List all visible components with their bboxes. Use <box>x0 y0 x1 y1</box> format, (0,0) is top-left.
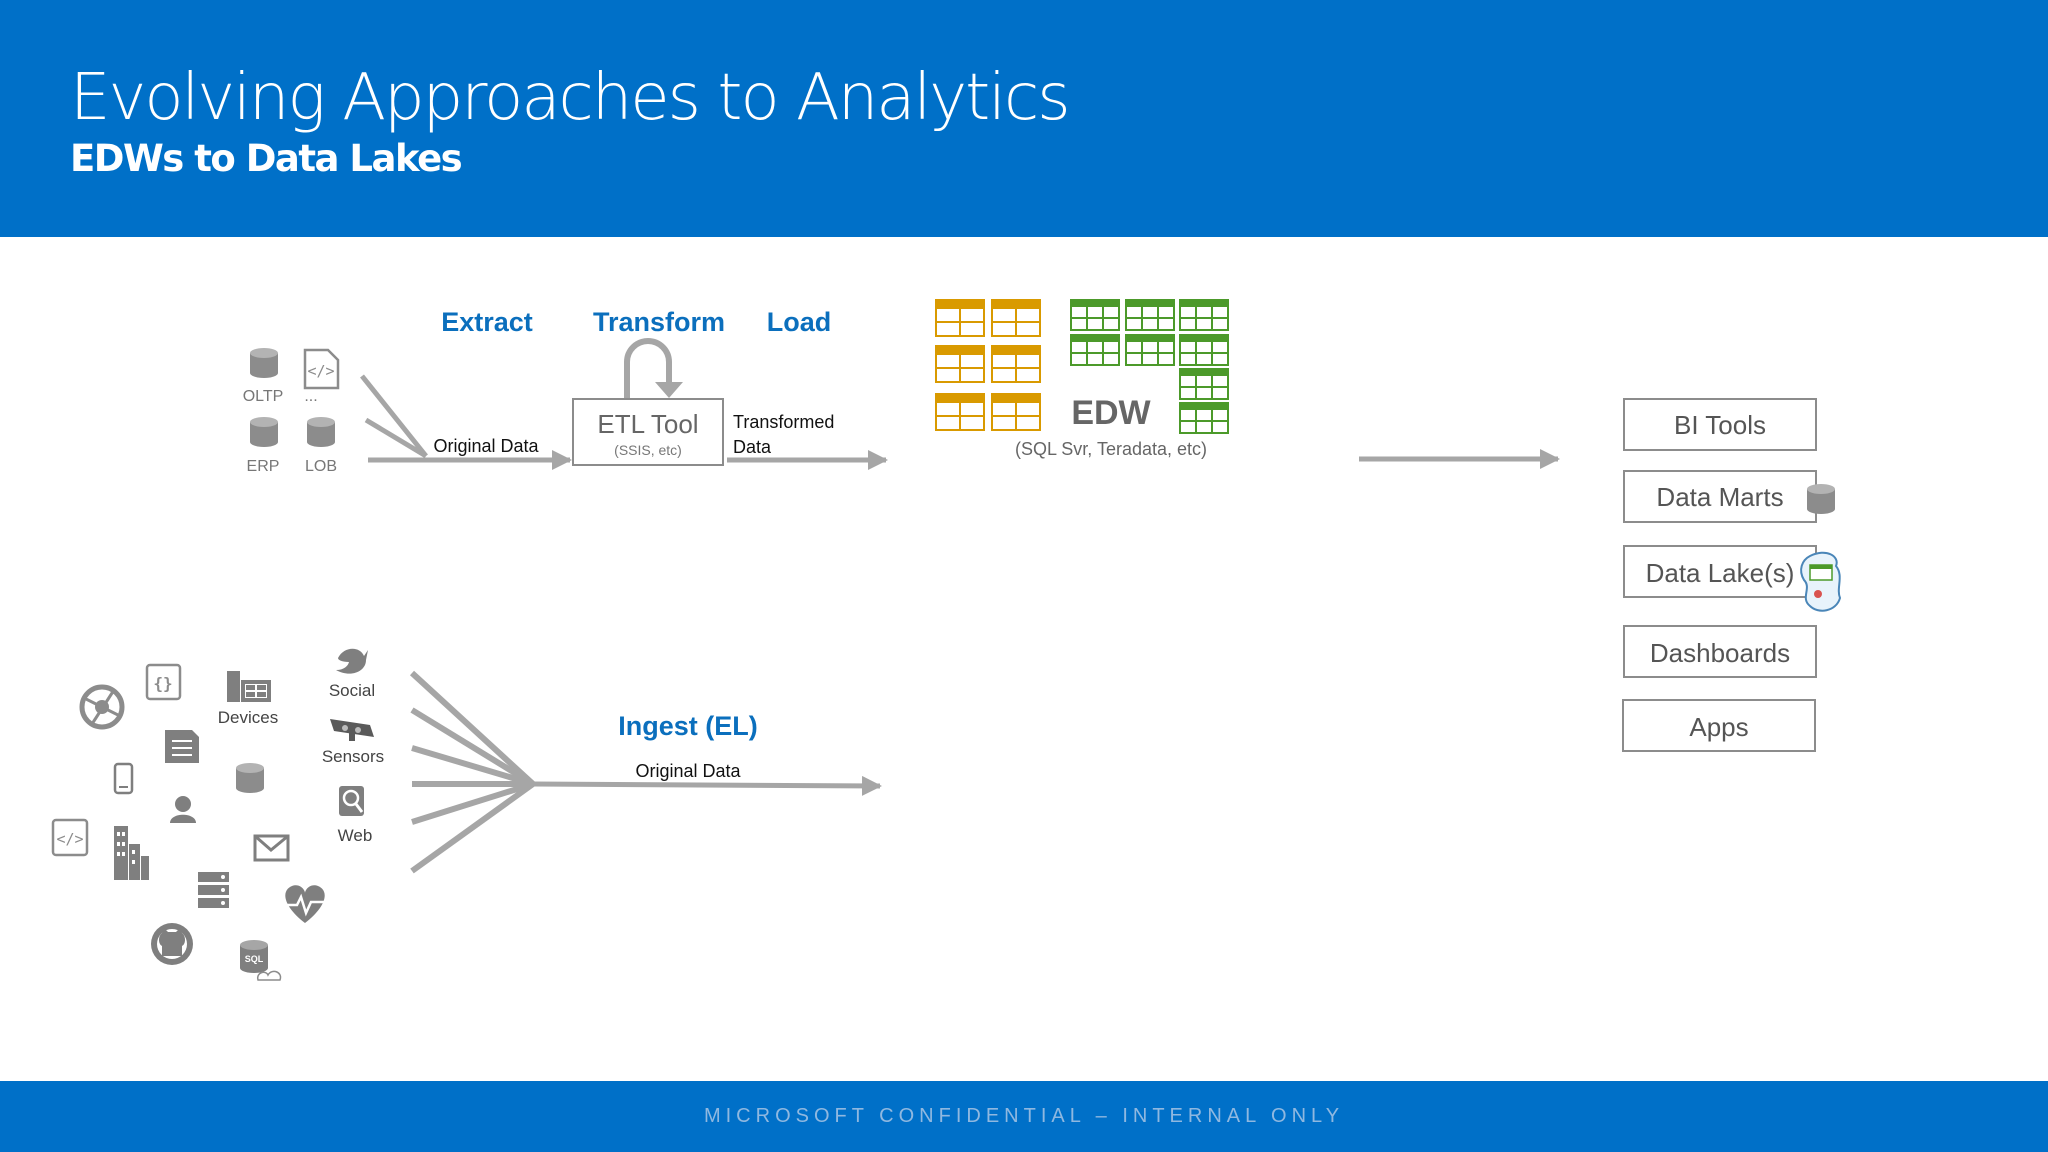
email-icon <box>253 834 290 862</box>
data-mart-database-icon <box>1807 484 1835 514</box>
green-table-icon <box>1179 368 1229 400</box>
target-label: Data Marts <box>1656 482 1783 512</box>
target-label: BI Tools <box>1674 410 1766 440</box>
server-icon <box>198 872 229 908</box>
transform-loop-arrowhead <box>655 382 683 398</box>
stage-extract: Extract <box>441 307 533 337</box>
footer-bar: MICROSOFT CONFIDENTIAL – INTERNAL ONLY <box>0 1081 2048 1152</box>
source-label-oltp: OLTP <box>243 388 284 405</box>
devices-icon <box>227 671 271 702</box>
etl-tool-note: (SSIS, etc) <box>614 442 682 458</box>
gold-table-icon <box>991 345 1041 383</box>
green-table-icon <box>1179 402 1229 434</box>
gold-table-icon <box>935 393 985 431</box>
ingest-original-data-label: Original Data <box>635 761 741 781</box>
header-bar: Evolving Approaches to Analytics EDWs to… <box>0 0 2048 237</box>
confidential-notice: MICROSOFT CONFIDENTIAL – INTERNAL ONLY <box>703 1105 1345 1127</box>
source-label-erp: ERP <box>247 458 280 475</box>
green-table-icon <box>1125 334 1175 366</box>
target-data-lakes: Data Lake(s) <box>1623 545 1842 612</box>
document-icon <box>165 730 199 763</box>
transform-loop-arrow <box>624 338 672 398</box>
edw-note: (SQL Svr, Teradata, etc) <box>1015 439 1207 459</box>
original-data-label: Original Data <box>433 436 539 456</box>
green-table-icon <box>1125 299 1175 331</box>
heart-rate-icon <box>284 885 326 923</box>
green-table-icon <box>1070 299 1120 331</box>
etl-source-lines <box>360 374 428 459</box>
gold-table-icon <box>991 393 1041 431</box>
buildings-icon <box>114 826 149 880</box>
gold-table-icon <box>991 299 1041 337</box>
svg-text:SQL: SQL <box>245 954 264 964</box>
source-label-social: Social <box>329 681 375 700</box>
source-label-sensors: Sensors <box>322 747 384 766</box>
target-apps: Apps <box>1622 699 1816 752</box>
target-label: Apps <box>1689 712 1748 742</box>
oltp-database-icon <box>250 348 278 378</box>
code-file-icon: </> <box>303 348 340 390</box>
page-title: Evolving Approaches to Analytics <box>70 61 1071 135</box>
target-dashboards: Dashboards <box>1623 625 1817 678</box>
svg-text:{}: {} <box>153 674 172 693</box>
page-subtitle: EDWs to Data Lakes <box>70 137 463 180</box>
source-label-web: Web <box>338 826 373 845</box>
green-table-icon <box>1179 299 1229 331</box>
source-label-lob: LOB <box>305 458 337 475</box>
stage-transform: Transform <box>593 307 725 337</box>
stage-ingest: Ingest (EL) <box>618 711 758 741</box>
target-label: Data Lake(s) <box>1646 558 1795 588</box>
target-data-marts: Data Marts <box>1623 470 1835 523</box>
el-source-fan-lines <box>409 670 536 874</box>
svg-text:</>: </> <box>307 362 334 380</box>
target-bi-tools: BI Tools <box>1623 398 1817 451</box>
transformed-data-label-line2: Data <box>733 437 772 457</box>
person-icon <box>170 796 196 823</box>
etl-tool-name: ETL Tool <box>597 409 698 439</box>
sensor-icon <box>330 719 374 741</box>
stage-load: Load <box>767 307 832 337</box>
source-label-more: ... <box>304 388 317 405</box>
github-icon <box>151 923 193 965</box>
web-globe-icon <box>79 684 125 730</box>
target-label: Dashboards <box>1650 638 1790 668</box>
code-icon: </> <box>51 818 89 857</box>
gold-table-icon <box>935 345 985 383</box>
mobile-icon <box>113 762 134 795</box>
database-icon <box>236 763 264 793</box>
twitter-icon <box>336 648 368 674</box>
transformed-data-label-line1: Transformed <box>733 412 834 432</box>
lob-database-icon <box>307 417 335 447</box>
gold-table-icon <box>935 299 985 337</box>
ingest-arrow <box>532 775 882 796</box>
edw-label: EDW <box>1071 394 1151 432</box>
source-label-devices: Devices <box>218 708 278 727</box>
data-lake-icon <box>1800 551 1842 612</box>
erp-database-icon <box>250 417 278 447</box>
search-icon <box>339 786 364 816</box>
svg-text:</>: </> <box>56 830 83 848</box>
json-icon: {} <box>145 663 182 701</box>
green-table-icon <box>1070 334 1120 366</box>
green-table-icon <box>1179 334 1229 366</box>
etl-tool-box <box>572 398 724 466</box>
sql-cloud-icon: SQL <box>240 940 282 981</box>
